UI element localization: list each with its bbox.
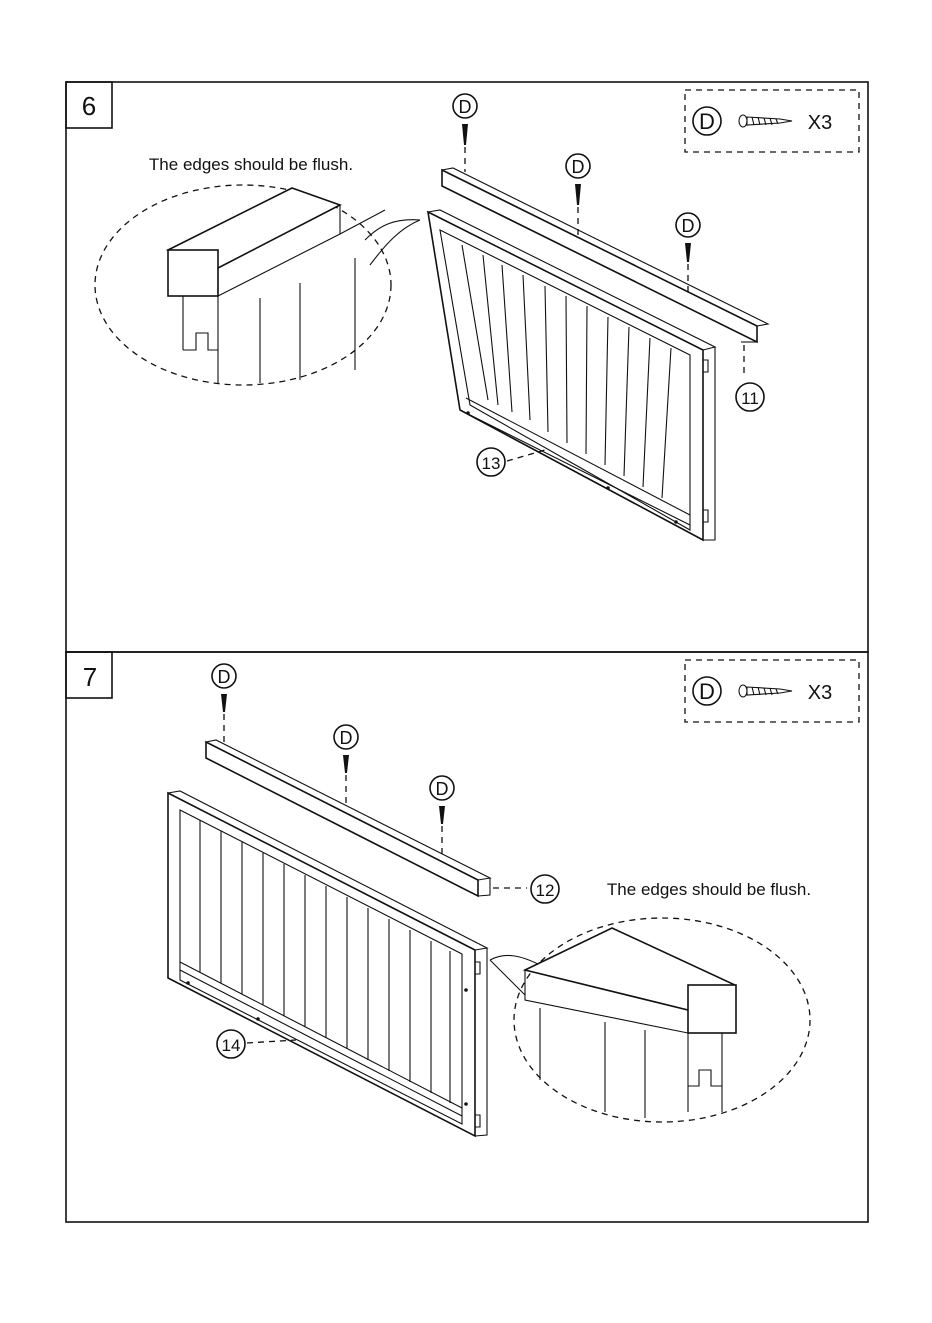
step-7-callout-14: 14 [217, 1030, 245, 1058]
step-6-panel-part-13 [428, 210, 715, 540]
svg-text:D: D [572, 157, 585, 177]
step-7-screw-3: D [430, 776, 454, 858]
step-7-number: 7 [83, 662, 97, 692]
step-6-hardware-quantity: X3 [808, 112, 832, 134]
step-6-callout-11: 11 [736, 383, 764, 411]
svg-text:12: 12 [536, 881, 555, 900]
svg-text:D: D [682, 216, 695, 236]
svg-text:D: D [459, 97, 472, 117]
step-7-detail-zoom [490, 918, 810, 1122]
screw-icon [739, 115, 792, 127]
screw-icon [739, 685, 792, 697]
step-7-screw-2: D [334, 725, 358, 808]
step-6-panel: 6 D X3 The edges should be flush. [66, 82, 868, 652]
svg-text:14: 14 [222, 1036, 241, 1055]
step-7-panel-part-14 [168, 791, 487, 1136]
svg-text:D: D [218, 667, 231, 687]
svg-text:13: 13 [482, 454, 501, 473]
svg-text:D: D [436, 779, 449, 799]
step-6-hardware-box: D X3 [685, 90, 859, 152]
step-7-panel: 7 D X3 D D D [66, 652, 868, 1222]
step-7-screw-1: D [212, 664, 236, 745]
step-7-callout-12: 12 [531, 875, 559, 903]
step-6-screw-3: D [676, 213, 700, 294]
step-6-hardware-letter: D [699, 109, 715, 134]
svg-text:D: D [340, 728, 353, 748]
step-6-note: The edges should be flush. [149, 155, 353, 174]
step-7-note: The edges should be flush. [607, 880, 811, 899]
step-6-screw-2: D [566, 154, 590, 237]
step-6-number: 6 [82, 91, 96, 121]
step-6-screw-1: D [453, 94, 477, 172]
step-6-detail-zoom [95, 185, 420, 385]
step-7-hardware-box: D X3 [685, 660, 859, 722]
step-7-hardware-letter: D [699, 679, 715, 704]
step-7-hardware-quantity: X3 [808, 682, 832, 704]
svg-text:11: 11 [741, 389, 759, 408]
step-6-callout-13: 13 [477, 448, 505, 476]
